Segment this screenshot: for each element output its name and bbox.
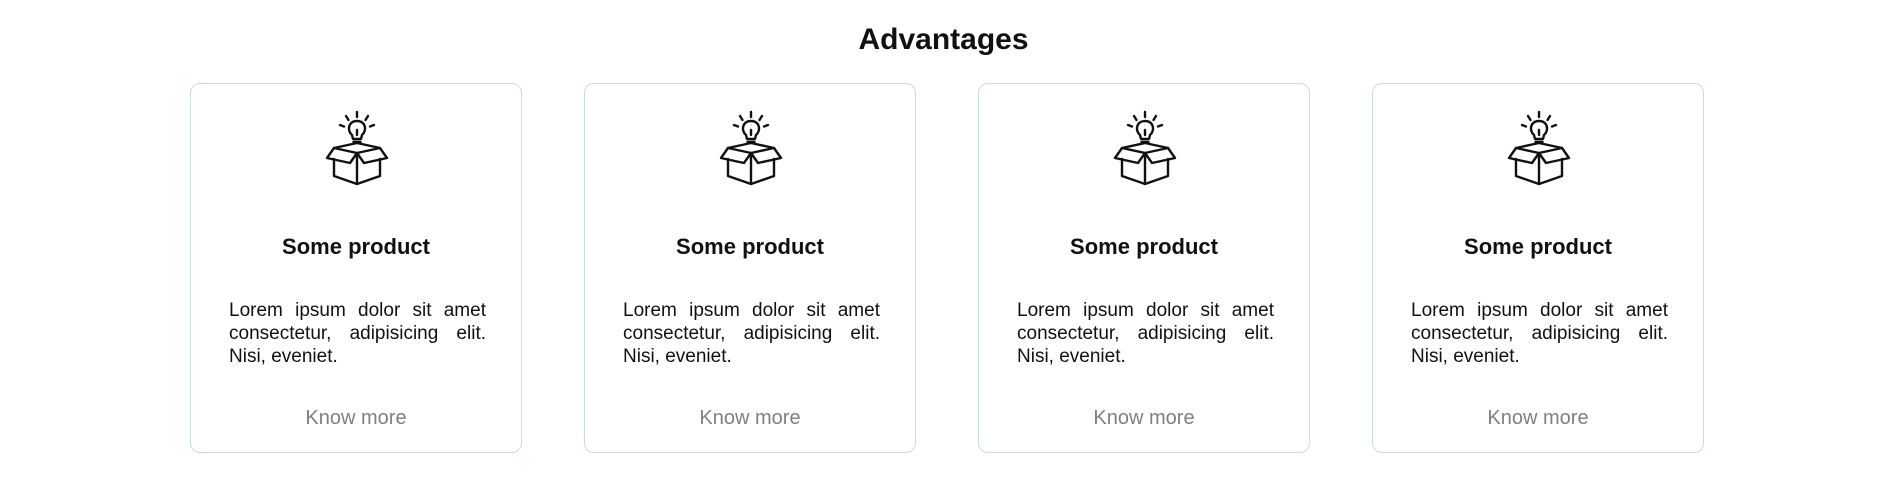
know-more-link[interactable]: Know more — [1487, 407, 1589, 429]
know-more-link[interactable]: Know more — [305, 407, 407, 429]
product-card: Some product Lorem ipsum dolor sit amet … — [190, 83, 522, 453]
box-lightbulb-icon — [716, 110, 786, 186]
card-title: Some product — [1464, 234, 1612, 259]
card-description: Lorem ipsum dolor sit amet consectetur, … — [229, 300, 486, 367]
card-title: Some product — [676, 234, 824, 259]
product-card: Some product Lorem ipsum dolor sit amet … — [978, 83, 1310, 453]
know-more-link[interactable]: Know more — [1093, 407, 1195, 429]
know-more-link[interactable]: Know more — [699, 407, 801, 429]
box-lightbulb-icon — [322, 110, 392, 186]
box-lightbulb-icon — [1504, 110, 1574, 186]
product-card: Some product Lorem ipsum dolor sit amet … — [1372, 83, 1704, 453]
card-title: Some product — [1070, 234, 1218, 259]
section-title: Advantages — [858, 23, 1029, 56]
card-description: Lorem ipsum dolor sit amet consectetur, … — [623, 300, 880, 367]
card-description: Lorem ipsum dolor sit amet consectetur, … — [1411, 300, 1668, 367]
card-description: Lorem ipsum dolor sit amet consectetur, … — [1017, 300, 1274, 367]
box-lightbulb-icon — [1110, 110, 1180, 186]
product-card: Some product Lorem ipsum dolor sit amet … — [584, 83, 916, 453]
cards-row: Some product Lorem ipsum dolor sit amet … — [190, 83, 1704, 453]
card-title: Some product — [282, 234, 430, 259]
